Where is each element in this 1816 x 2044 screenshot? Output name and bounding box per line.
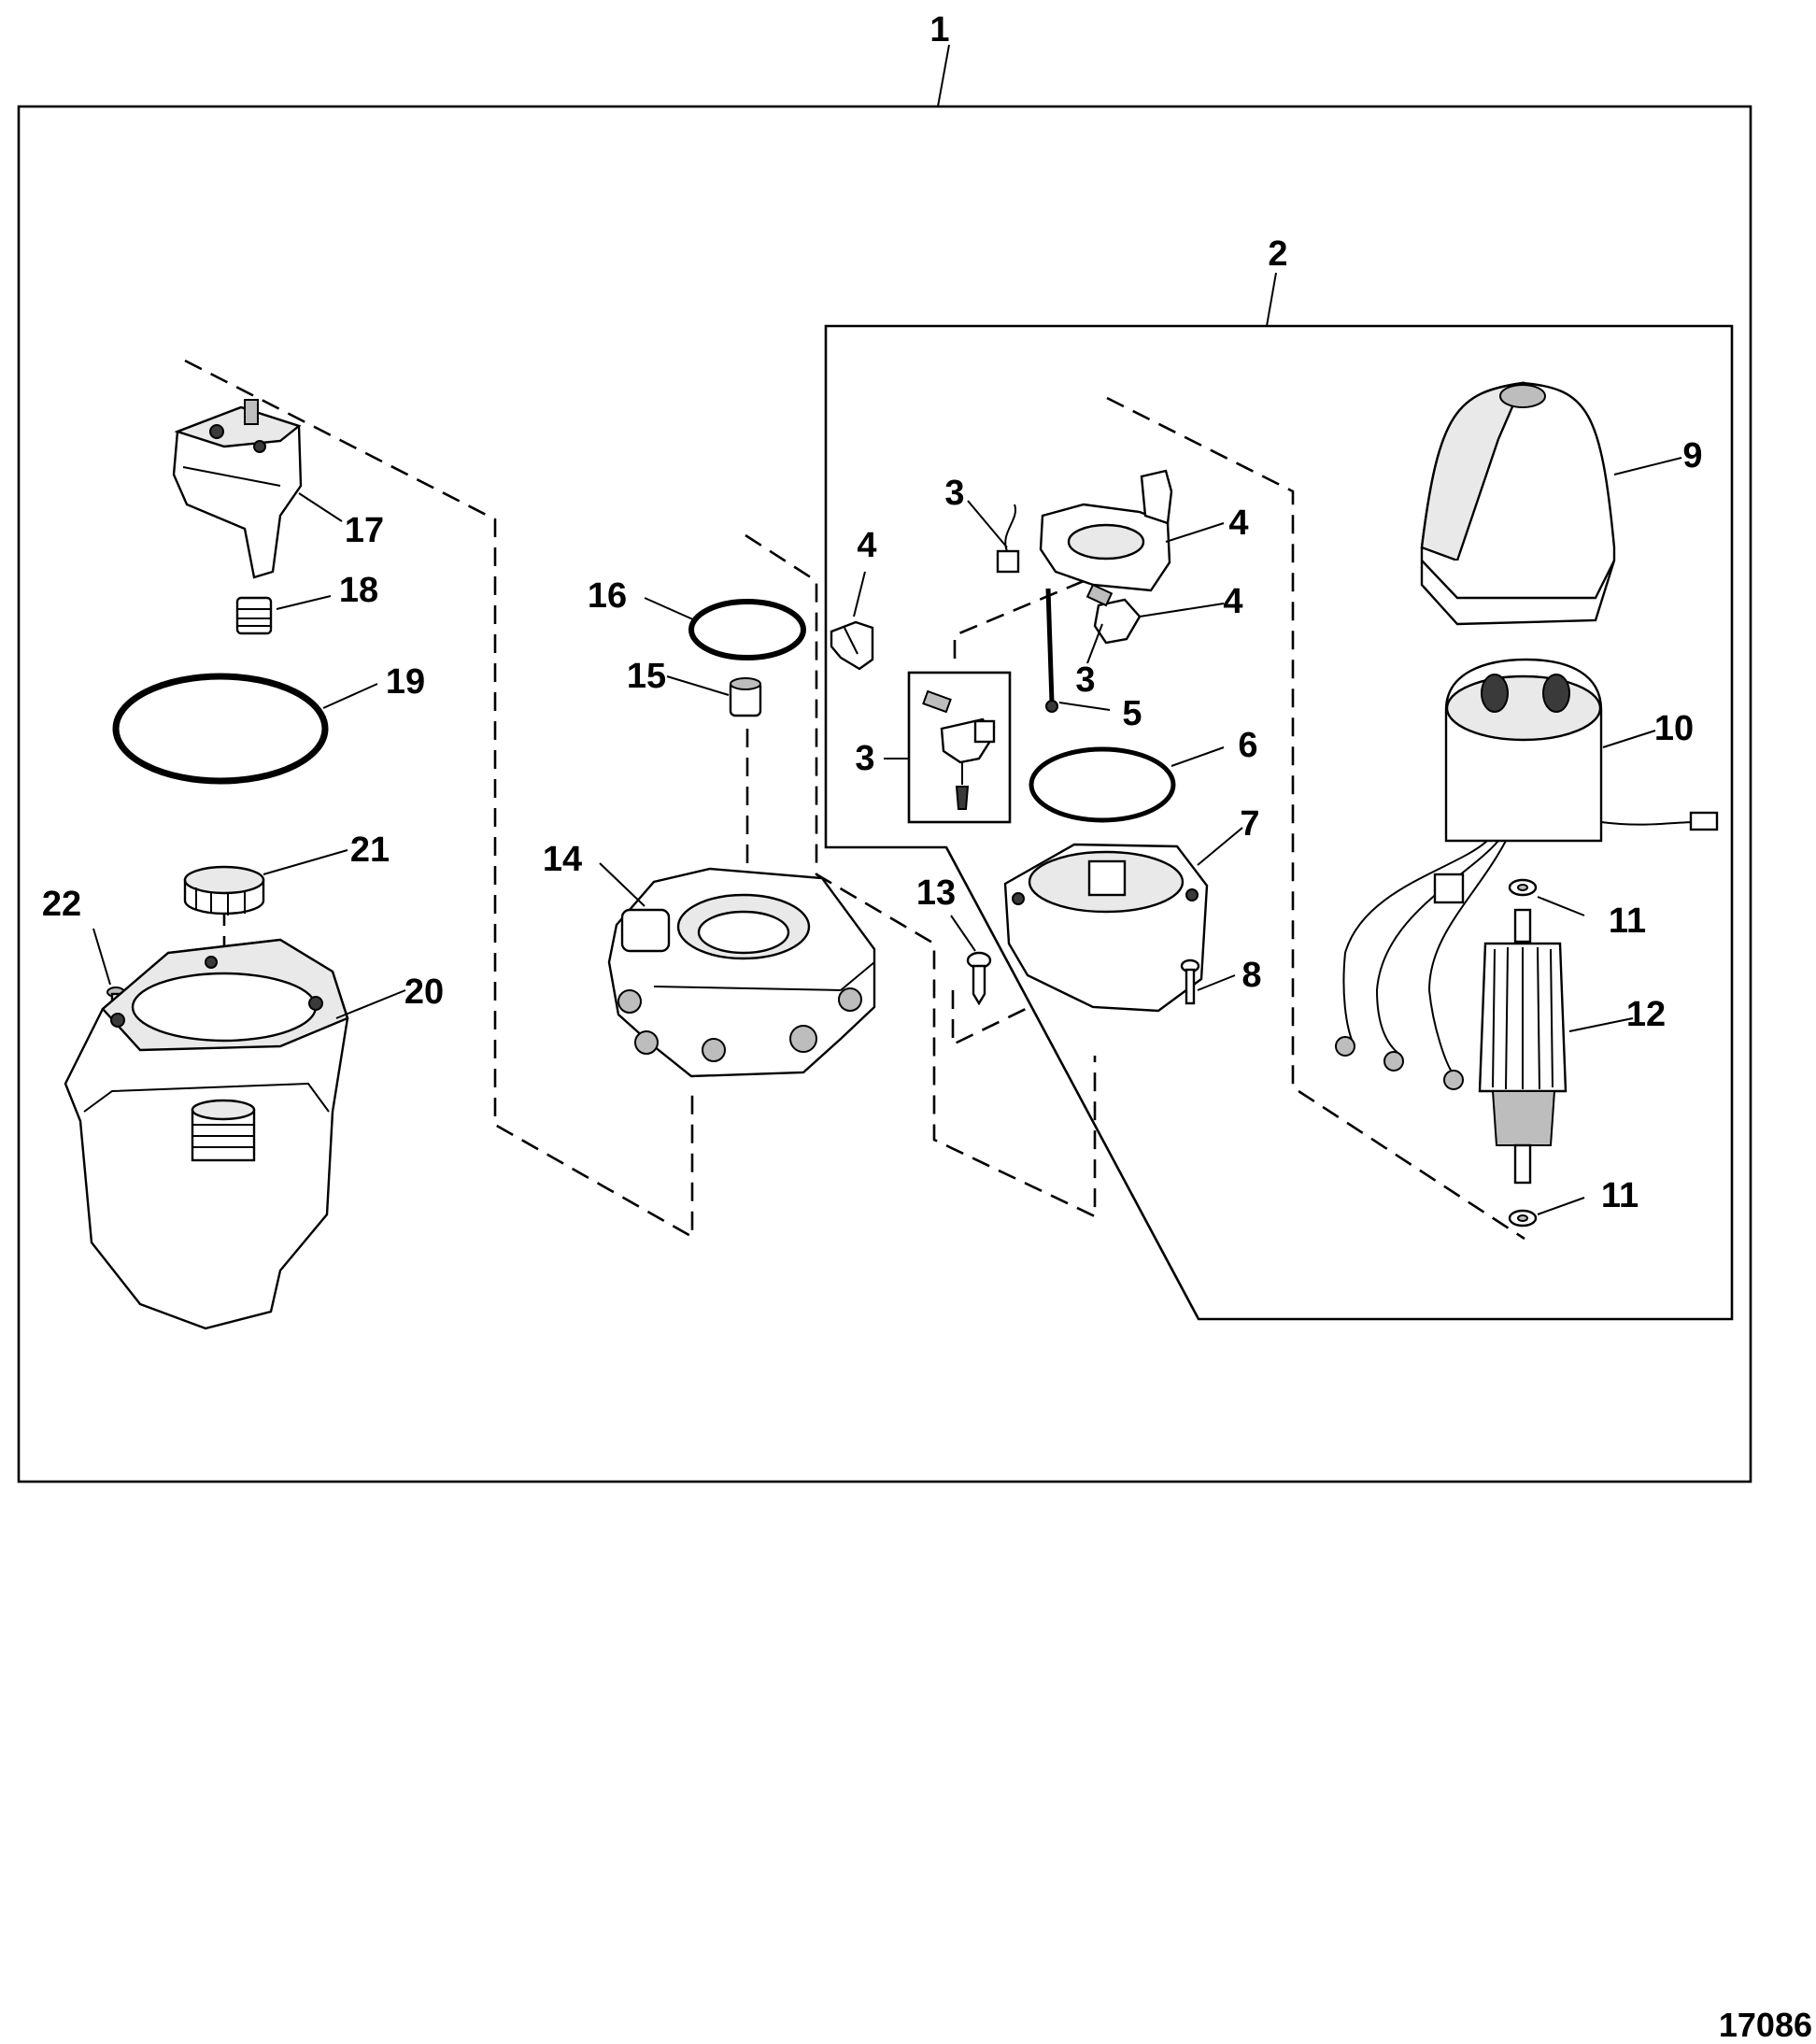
callout-15: 15: [627, 657, 666, 696]
o-ring-6-part: [1029, 746, 1176, 823]
leader-11b: [1537, 1197, 1585, 1215]
callout-11a: 11: [1609, 901, 1646, 941]
pump-manifold-part: [607, 867, 876, 1078]
callout-11b: 11: [1601, 1176, 1639, 1215]
leader-4b: [1165, 522, 1225, 543]
leader-6: [1170, 746, 1225, 767]
callout-18: 18: [339, 571, 378, 610]
reservoir-part: [64, 938, 349, 1330]
leader-18: [276, 595, 332, 610]
callout-3c: 3: [1075, 660, 1095, 700]
callout-6: 6: [1238, 726, 1257, 765]
callout-19: 19: [386, 662, 425, 702]
callout-3b: 3: [855, 739, 874, 778]
brush-set-box: [907, 671, 1012, 824]
reservoir-cap-part: [183, 865, 265, 916]
washer-top-part: [1508, 878, 1538, 897]
leader-16: [644, 597, 696, 621]
callout-20: 20: [404, 972, 444, 1012]
field-stator-part: [1335, 658, 1719, 1090]
o-ring-part: [688, 599, 806, 660]
callout-16: 16: [588, 576, 627, 616]
callout-2: 2: [1268, 234, 1287, 274]
callout-21: 21: [350, 830, 390, 870]
brush-clip-left-part: [830, 620, 874, 671]
leader-10: [1602, 730, 1656, 748]
through-bolt-part: [1045, 588, 1058, 713]
callout-10: 10: [1654, 709, 1694, 748]
callout-labels: 1 2 3 3 3 4 4 4 5 6 7 8 9 10 11 11 12 13…: [42, 10, 1703, 1215]
leader-20: [335, 989, 406, 1019]
callout-22: 22: [42, 885, 81, 924]
leader-3a: [967, 500, 1008, 548]
alignment-dashes: [184, 359, 1525, 1241]
callout-17: 17: [345, 511, 384, 550]
callout-1: 1: [929, 10, 949, 50]
leader-2: [1266, 272, 1277, 327]
armature-part: [1478, 908, 1568, 1185]
leader-11a: [1537, 896, 1585, 916]
leader-12: [1568, 1017, 1634, 1032]
assembly-frame-outer: [17, 105, 1752, 1483]
assembly-frame-inner: [824, 324, 1734, 1321]
leader-15: [666, 675, 730, 696]
leader-14: [599, 862, 646, 907]
callout-9: 9: [1682, 436, 1702, 476]
leader-19: [322, 683, 378, 709]
screw-8-part: [1180, 958, 1200, 1005]
leader-21: [262, 849, 348, 875]
callout-13: 13: [916, 873, 956, 913]
figure-number: 17086: [1719, 2006, 1812, 2044]
callout-3a: 3: [944, 474, 964, 513]
leader-4a: [853, 571, 866, 617]
leader-4c: [1139, 603, 1225, 617]
callout-5: 5: [1122, 694, 1142, 733]
leader-13: [950, 915, 976, 952]
brush-holder-part: [996, 469, 1173, 645]
callout-4a: 4: [857, 526, 876, 565]
callout-4c: 4: [1223, 582, 1242, 621]
callout-12: 12: [1626, 995, 1666, 1034]
leader-1: [937, 44, 950, 107]
leader-5: [1058, 702, 1111, 711]
end-cap-part: [1003, 843, 1209, 1013]
washer-bottom-part: [1508, 1209, 1538, 1228]
screw-13-part: [966, 951, 992, 1006]
pump-body-part: [172, 399, 303, 579]
callout-8: 8: [1241, 956, 1261, 995]
check-valve-part: [729, 677, 762, 717]
callout-4b: 4: [1228, 504, 1248, 543]
leader-3c: [1086, 623, 1103, 664]
leader-22: [92, 928, 111, 986]
o-ring-large-part: [112, 673, 329, 785]
leader-7: [1197, 827, 1243, 866]
callout-14: 14: [543, 840, 582, 879]
callout-7: 7: [1240, 804, 1259, 844]
motor-cover-part: [1420, 381, 1616, 626]
fitting-part: [235, 596, 273, 635]
leader-9: [1613, 457, 1682, 476]
leader-8: [1197, 974, 1236, 991]
leader-17: [298, 492, 343, 522]
